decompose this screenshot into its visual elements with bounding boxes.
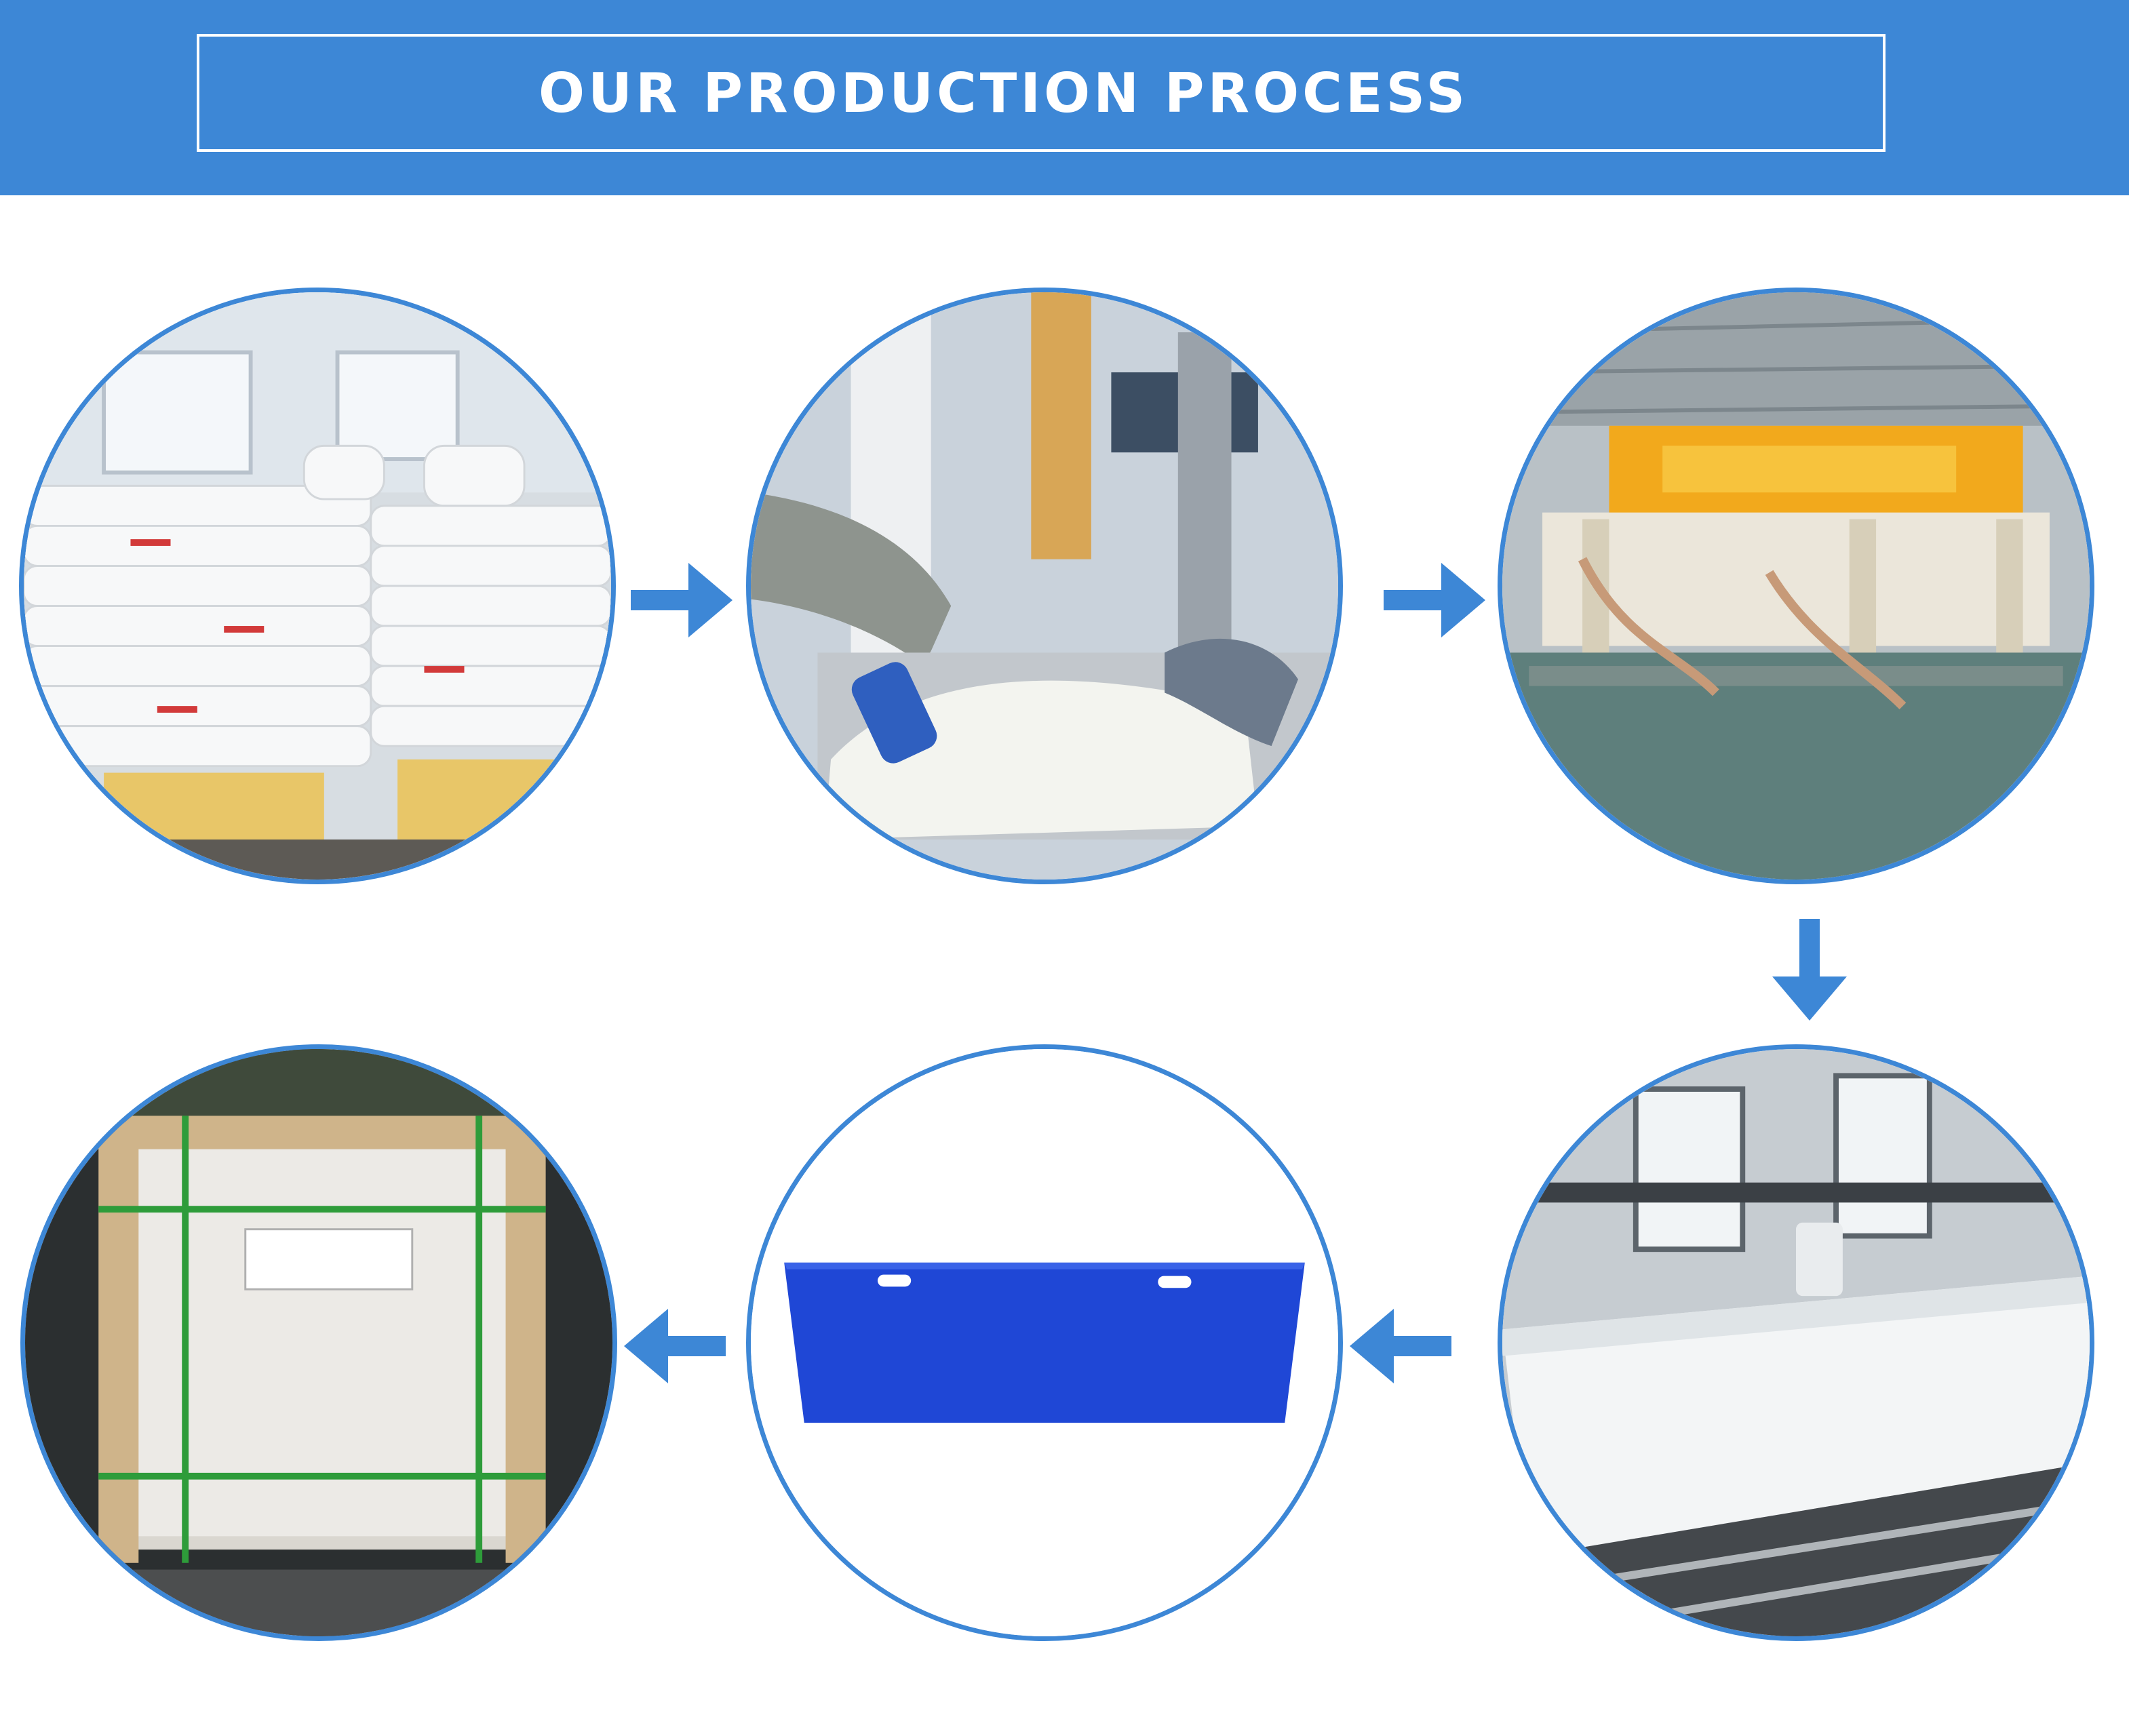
arrow-right-icon xyxy=(1384,563,1485,637)
title-frame: OUR PRODUCTION PROCESS xyxy=(197,34,1886,152)
arrow-right-icon xyxy=(631,563,733,637)
step-6-wooden-crate-packing-photo xyxy=(20,1044,617,1641)
arrow-down-icon xyxy=(1772,919,1847,1021)
page-title: OUR PRODUCTION PROCESS xyxy=(539,61,1469,125)
step-2-material-feeding-photo xyxy=(746,288,1343,884)
step-1-raw-material-photo xyxy=(19,288,616,884)
header-banner: OUR PRODUCTION PROCESS xyxy=(0,0,2129,195)
step-3-extrusion-machine-photo xyxy=(1498,288,2094,884)
arrow-left-icon xyxy=(1350,1309,1451,1383)
step-5-blue-board-product-photo xyxy=(746,1044,1343,1641)
arrow-left-icon xyxy=(624,1309,726,1383)
step-4-sheet-production-line-photo xyxy=(1498,1044,2094,1641)
